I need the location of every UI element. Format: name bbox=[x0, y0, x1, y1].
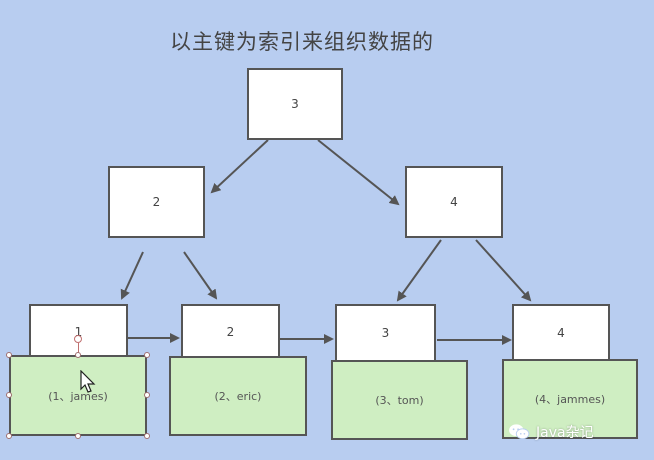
internal-node-2[interactable]: 2 bbox=[108, 166, 205, 238]
resize-handle-s[interactable] bbox=[75, 433, 81, 439]
leaf-data-4[interactable]: (4、jammes) bbox=[502, 359, 638, 439]
resize-handle-ne[interactable] bbox=[144, 352, 150, 358]
diagram-title: 以主键为索引来组织数据的 bbox=[170, 30, 434, 54]
leaf-data-3[interactable]: (3、tom) bbox=[331, 360, 468, 440]
arrow-4-to-leaf4 bbox=[475, 239, 532, 302]
arrow-root-to-4 bbox=[317, 139, 400, 206]
mouse-cursor-icon bbox=[80, 370, 96, 393]
leaf-key-3[interactable]: 3 bbox=[335, 304, 436, 362]
resize-handle-sw[interactable] bbox=[6, 433, 12, 439]
resize-handle-e[interactable] bbox=[144, 392, 150, 398]
arrow-root-to-2 bbox=[210, 139, 269, 194]
rotate-handle[interactable] bbox=[74, 335, 82, 343]
leaf-key-2[interactable]: 2 bbox=[181, 304, 280, 359]
arrow-2-to-leaf2 bbox=[183, 251, 218, 300]
rotate-handle-stem bbox=[78, 343, 79, 353]
arrow-2-to-leaf1 bbox=[120, 251, 144, 300]
root-node[interactable]: 3 bbox=[247, 68, 343, 140]
leaf-data-2[interactable]: (2、eric) bbox=[169, 356, 307, 436]
leaf-data-1[interactable]: (1、james) bbox=[9, 355, 147, 436]
watermark-text: Java杂记 bbox=[536, 425, 594, 441]
resize-handle-w[interactable] bbox=[6, 392, 12, 398]
resize-handle-nw[interactable] bbox=[6, 352, 12, 358]
wechat-icon bbox=[509, 424, 530, 440]
resize-handle-se[interactable] bbox=[144, 433, 150, 439]
watermark: Java杂记 bbox=[508, 422, 594, 442]
internal-node-4[interactable]: 4 bbox=[405, 166, 503, 238]
resize-handle-n[interactable] bbox=[75, 352, 81, 358]
leaf-key-4[interactable]: 4 bbox=[512, 304, 610, 361]
arrow-4-to-leaf3 bbox=[396, 239, 442, 302]
